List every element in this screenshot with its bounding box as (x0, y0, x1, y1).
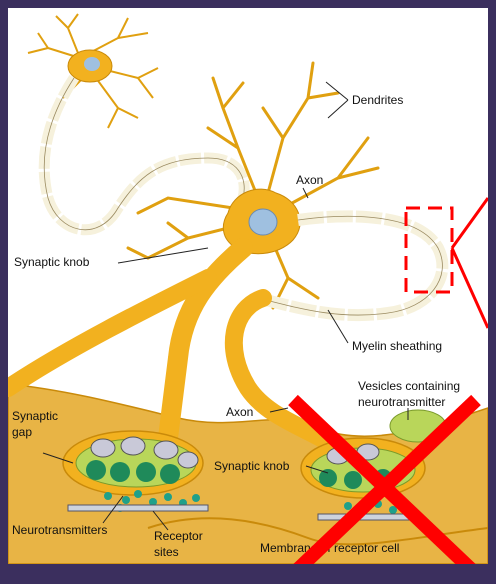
main-nucleus (249, 209, 277, 235)
axon-top-label: Axon (296, 173, 323, 187)
myelin-sheathing-label: Myelin sheathing (352, 339, 442, 353)
upper-left-axon-myelin (44, 78, 244, 230)
dendrites-label: Dendrites (352, 93, 403, 107)
receptor-sites-label-line2: sites (154, 545, 179, 559)
red-highlight-lines (452, 198, 488, 328)
vesicles-label-line1: Vesicles containing (358, 379, 460, 393)
receptor-sites-label-line1: Receptor (154, 529, 203, 543)
right-receptor-sites (318, 514, 418, 520)
synaptic-gap-label-line2: gap (12, 425, 32, 439)
synaptic-knob-bottom-label: Synaptic knob (214, 459, 290, 473)
main-neuron-dendrites (128, 63, 378, 308)
neuron-diagram: Dendrites Axon Synaptic knob Myelin shea… (8, 8, 488, 564)
upper-left-nucleus (84, 57, 100, 71)
vesicles-label-line2: neurotransmitter (358, 395, 445, 409)
synaptic-gap-label-line1: Synaptic (12, 409, 58, 423)
synaptic-knob-top-label: Synaptic knob (14, 255, 90, 269)
diagram-canvas: Dendrites Axon Synaptic knob Myelin shea… (8, 8, 488, 564)
left-receptor-sites (68, 505, 208, 511)
neurotransmitters-label: Neurotransmitters (12, 523, 107, 537)
axon-mid-label: Axon (226, 405, 253, 419)
left-synaptic-knob (63, 431, 203, 495)
